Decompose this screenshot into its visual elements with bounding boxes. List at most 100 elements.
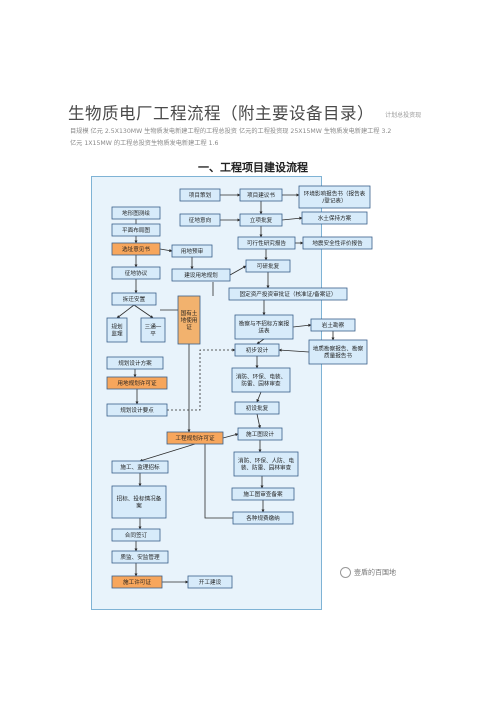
flow-edge <box>256 391 262 403</box>
flow-edge <box>281 216 303 221</box>
flow-edge <box>167 348 236 411</box>
title-aside-text: 计划总投资现 <box>385 112 422 119</box>
flow-node-label: 可研批复 <box>257 262 280 270</box>
flow-node-eng-permit: 工程规划许可证 <box>166 431 224 445</box>
flow-node-box <box>245 259 291 273</box>
flow-node-box <box>177 295 201 345</box>
flow-node-label: 合同签订 <box>125 531 148 539</box>
flow-node-box <box>239 213 283 227</box>
flow-node-label: 用地规划许可证 <box>117 379 157 387</box>
intro-line: 亿元 1X15MW 的工程总投资生物质发电新建工程 1.6 <box>70 140 219 147</box>
flow-node-land-approval: 建设用地规划 <box>171 268 231 282</box>
intro-paragraph: 目规模 亿元 2.5X130MW 生物质发电新建工程的工程总投资 亿元的工程投资… <box>70 126 440 150</box>
flow-node-label: 固定资产投资审批证（核准证/备案证） <box>240 290 337 298</box>
flow-node-label: 施工图设计 <box>246 430 274 438</box>
flow-node-box <box>301 211 368 225</box>
flow-node-fire-env: 消防、环保、电装、防雷、园林审查 <box>231 367 291 393</box>
flow-node-label: 岩土勘察 <box>322 321 345 329</box>
flow-node-box <box>187 575 233 589</box>
flow-node-label: 选址意见书 <box>122 245 150 253</box>
flow-node-build-permit: 施工许可证 <box>111 575 163 589</box>
flow-node-box <box>171 244 213 258</box>
flow-node-box <box>231 367 291 393</box>
flow-edge <box>133 304 154 319</box>
flow-node-label: 勘察与不招标方案报 <box>239 320 290 328</box>
flow-node-label: 案 <box>136 502 142 510</box>
flow-node-site-opinion: 选址意见书 <box>111 242 161 256</box>
flow-edge <box>229 265 247 276</box>
flow-node-fire-env2: 消防、环保、人防、电装、防雷、园林审查 <box>233 451 299 477</box>
flow-node-box <box>234 343 280 357</box>
flow-node-box <box>106 376 168 390</box>
flow-node-box <box>171 268 231 282</box>
flow-node-label: 装、防雷、园林审查 <box>241 464 292 472</box>
flow-node-label: 各种规费缴纳 <box>246 514 280 522</box>
flow-node-label: 防雷、园林审查 <box>241 380 281 388</box>
flow-edge <box>116 304 135 319</box>
flow-node-label: 可行性研究报告 <box>247 239 287 247</box>
flow-node-land-permit: 用地规划许可证 <box>106 376 168 390</box>
flow-node-prelim-approval: 初设批复 <box>234 401 280 415</box>
flow-node-label: 施工许可证 <box>123 578 151 586</box>
watermark-text: 壹盾的百国地 <box>354 568 396 577</box>
flow-node-start: 开工建设 <box>187 575 233 589</box>
flow-node-label: 用地预审 <box>181 247 204 255</box>
document-title: 生物质电厂工程流程（附主要设备目录） <box>68 104 374 123</box>
flow-edge <box>256 413 262 429</box>
flow-node-plan-layout: 平面布局图 <box>111 223 161 237</box>
flow-node-box <box>111 550 169 564</box>
flow-node-box <box>308 339 368 365</box>
flow-node-box <box>298 185 371 209</box>
flow-node-site-survey: 地形图测绘 <box>111 206 161 220</box>
flow-node-label: 规划设计方案 <box>118 359 152 367</box>
flow-node-project-proposal: 项目建议书 <box>239 188 283 202</box>
flow-node-env-report: 环境影响报告书（报告表/登记表） <box>298 185 371 209</box>
flow-node-label: 工程规划许可证 <box>175 434 215 442</box>
flow-node-label: 地质勘察报告、勘察 <box>313 345 364 353</box>
flow-node-box <box>237 427 283 441</box>
flow-node-box <box>302 236 373 250</box>
flow-edge <box>159 248 173 253</box>
flow-node-box <box>111 206 161 220</box>
flow-node-box <box>111 292 157 306</box>
flow-edge <box>278 348 310 353</box>
flow-node-relocation: 拆迁安置 <box>111 292 157 306</box>
flow-node-box <box>239 188 283 202</box>
flow-node-label: 施工、监理招标 <box>120 463 160 471</box>
flow-node-geotech: 岩土勘察 <box>310 318 356 332</box>
flow-node-box <box>166 431 224 445</box>
flow-node-box <box>111 460 169 474</box>
flow-edge <box>204 440 233 519</box>
wechat-icon <box>340 567 351 578</box>
flow-node-box <box>231 487 295 501</box>
section-heading: 一、工程项目建设流程 <box>198 161 308 174</box>
flow-node-label: 监理 <box>111 330 123 338</box>
flow-node-box <box>179 188 221 202</box>
flow-node-box <box>179 213 221 227</box>
flow-node-feasibility: 可行性研究报告 <box>237 236 296 250</box>
flow-node-label: 征地意向 <box>189 216 212 224</box>
flow-node-plan-design: 规划设计方案 <box>106 356 164 370</box>
flow-edge <box>256 338 265 345</box>
flow-node-label: 地使用 <box>181 316 198 324</box>
flow-node-box <box>106 317 128 343</box>
flow-node-label: /登记表） <box>322 197 346 205</box>
flow-node-label: 项目建议书 <box>247 191 275 199</box>
flow-node-plan-points: 规划设计要点 <box>106 403 168 417</box>
flow-node-box <box>234 314 294 340</box>
flow-node-label: 拆迁安置 <box>123 295 146 303</box>
flow-node-label: 国有土 <box>181 309 198 317</box>
flow-node-label: 规划 <box>111 323 123 331</box>
flow-node-label: 地震安全性评价报告 <box>312 239 363 247</box>
flow-node-box <box>233 451 299 477</box>
intro-line: 目规模 亿元 2.5X130MW 生物质发电新建工程的工程总投资 亿元的工程投资… <box>70 128 392 135</box>
flow-node-label: 建设用地规划 <box>184 271 218 279</box>
flow-node-box <box>111 223 161 237</box>
flow-node-label: 规划设计要点 <box>120 406 154 414</box>
flow-node-label: 招标、投标情况备 <box>117 495 162 503</box>
flow-node-label: 开工建设 <box>199 578 222 586</box>
